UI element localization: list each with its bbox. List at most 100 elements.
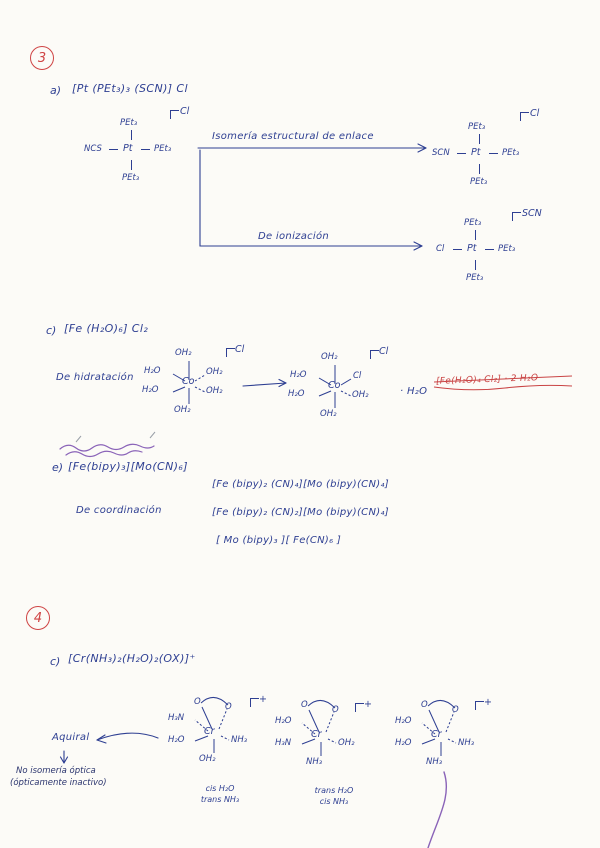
cr-complex-3: O O H₂O H₂O NH₃ NH₃ Cr + <box>395 697 495 777</box>
bond <box>479 164 480 174</box>
aquiral-label: Aquiral <box>52 732 90 743</box>
oxalate-oxygen-left: O <box>194 697 201 707</box>
section-c4-formula: [Cr(NH₃)₂(H₂O)₂(OX)]⁺ <box>68 652 196 665</box>
bracket-corner <box>512 212 521 221</box>
caption-line-2: cis NH₃ <box>319 797 349 806</box>
bracket-corner <box>475 701 484 710</box>
counterion: Cl <box>180 106 190 117</box>
counterion: Cl <box>530 108 540 119</box>
pt-complex-linkage-isomer: PEt₃ SCN Pt PEt₃ PEt₃ Cl <box>432 108 552 194</box>
arrow-label-linkage-isomerism: Isomería estructural de enlace <box>212 131 374 142</box>
ligand-right: PEt₃ <box>498 244 516 254</box>
ligand-bottom: NH₃ <box>306 757 323 767</box>
ligand-bottom: OH₂ <box>174 405 191 415</box>
complex-charge: + <box>364 699 372 710</box>
oxalate-oxygen-right: O <box>332 705 339 715</box>
ligand-top: PEt₃ <box>468 122 486 132</box>
arrow-label-ionization: De ionización <box>258 231 330 242</box>
ligand-bottom: OH₂ <box>199 754 216 764</box>
section-a-label: a) <box>50 84 62 97</box>
aquiral-arrows <box>59 732 159 764</box>
counterion: SCN <box>522 208 542 219</box>
bracket-corner <box>520 112 529 121</box>
ligand-lower-right: NH₃ <box>458 738 475 748</box>
section-e-label: e) <box>52 461 64 474</box>
purple-scribble-marks <box>59 443 155 458</box>
ligand-right: PEt₃ <box>502 148 520 158</box>
oxalate-oxygen-right: O <box>452 705 459 715</box>
ligand-lower-left: H₂O <box>288 389 305 399</box>
oxalate-oxygen-right: O <box>225 702 232 712</box>
ligand-lower-left: H₂O <box>142 385 159 395</box>
metal-center: Co <box>328 380 341 391</box>
bond <box>475 260 476 270</box>
section-c4-label: c) <box>50 655 61 668</box>
bond-lines <box>318 365 352 408</box>
ligand-lower-left: H₂O <box>168 735 185 745</box>
bond-lines <box>172 361 206 404</box>
ligand-top: OH₂ <box>175 348 192 358</box>
metal-center: Co <box>182 376 195 387</box>
bond <box>453 249 462 250</box>
pt-complex-reactant: PEt₃ NCS Pt PEt₃ PEt₃ Cl <box>84 106 204 190</box>
section-e-formula: [Fe(bipy)₃][Mo(CN)₆] <box>68 460 188 473</box>
section-a-formula: [Pt (PEt₃)₃ (SCN)] Cl <box>72 82 188 95</box>
ligand-right: PEt₃ <box>154 144 172 154</box>
bracket-corner <box>170 110 179 119</box>
bracket-corner <box>250 698 259 707</box>
coordination-option-2: [Fe (bipy)₂ (CN)₂][Mo (bipy)(CN)₄] <box>212 507 389 518</box>
coordination-option-3: [ Mo (bipy)₃ ][ Fe(CN)₆ ] <box>216 535 342 546</box>
bond <box>457 153 466 154</box>
isomerism-type-hydration: De hidratación <box>56 372 134 383</box>
bond-lines <box>301 700 337 756</box>
oxalate-oxygen-left: O <box>421 700 428 710</box>
ligand-upper-left: H₂O <box>290 370 307 380</box>
bond <box>141 149 150 150</box>
metal-center: Cr <box>204 726 215 737</box>
ligand-left: NCS <box>84 144 102 154</box>
bond <box>489 153 498 154</box>
ligand-lower-right: NH₃ <box>231 735 248 745</box>
counterion: Cl <box>235 344 245 355</box>
oxalate-oxygen-left: O <box>301 700 308 710</box>
bond <box>109 149 118 150</box>
bond-lines <box>421 700 457 756</box>
pt-complex-ionization-isomer: PEt₃ Cl Pt PEt₃ PEt₃ SCN <box>428 208 548 290</box>
complex-1-caption: cis H₂O trans NH₃ <box>178 783 262 805</box>
optical-note-line-2: (ópticamente inactivo) <box>10 778 107 788</box>
cr-complex-1: O O H₃N H₂O NH₃ OH₂ Cr + <box>168 694 268 774</box>
bond <box>131 160 132 170</box>
complex-2-caption: trans H₂O cis NH₃ <box>292 785 376 807</box>
bond-lines <box>194 697 230 753</box>
bond <box>131 130 132 140</box>
bond <box>475 230 476 240</box>
aqua-complex-1: OH₂ H₂O OH₂ H₂O OH₂ OH₂ Co Cl <box>142 344 244 418</box>
metal-center: Pt <box>467 243 477 254</box>
ligand-top: PEt₃ <box>120 118 138 128</box>
aqua-complex-2: OH₂ H₂O Cl H₂O OH₂ OH₂ Co Cl <box>288 346 388 422</box>
cr-complex-2: O O H₂O H₃N OH₂ NH₃ Cr + <box>275 699 375 777</box>
ligand-left: Cl <box>436 244 445 254</box>
ligand-upper-left: H₂O <box>395 716 412 726</box>
complex-charge: + <box>484 697 492 708</box>
complex-charge: + <box>259 694 267 705</box>
red-strike-lines <box>433 375 573 391</box>
purple-curve <box>427 771 448 848</box>
ligand-upper-left: H₂O <box>275 716 292 726</box>
bracket-corner <box>226 348 235 357</box>
ligand-upper-left: H₃N <box>168 713 185 723</box>
problem-number-4: 4 <box>26 606 50 630</box>
bracket-corner <box>370 350 379 359</box>
optical-note-line-1: No isomería óptica <box>16 766 96 776</box>
metal-center: Cr <box>311 729 322 740</box>
metal-center: Pt <box>123 143 133 154</box>
ligand-upper-left: H₂O <box>144 366 161 376</box>
pencil-ticks <box>75 431 156 443</box>
ligand-bottom: OH₂ <box>320 409 337 419</box>
metal-center: Pt <box>471 147 481 158</box>
ligand-top: OH₂ <box>321 352 338 362</box>
ligand-lower-left: H₂O <box>395 738 412 748</box>
ligand-left: SCN <box>432 148 450 158</box>
